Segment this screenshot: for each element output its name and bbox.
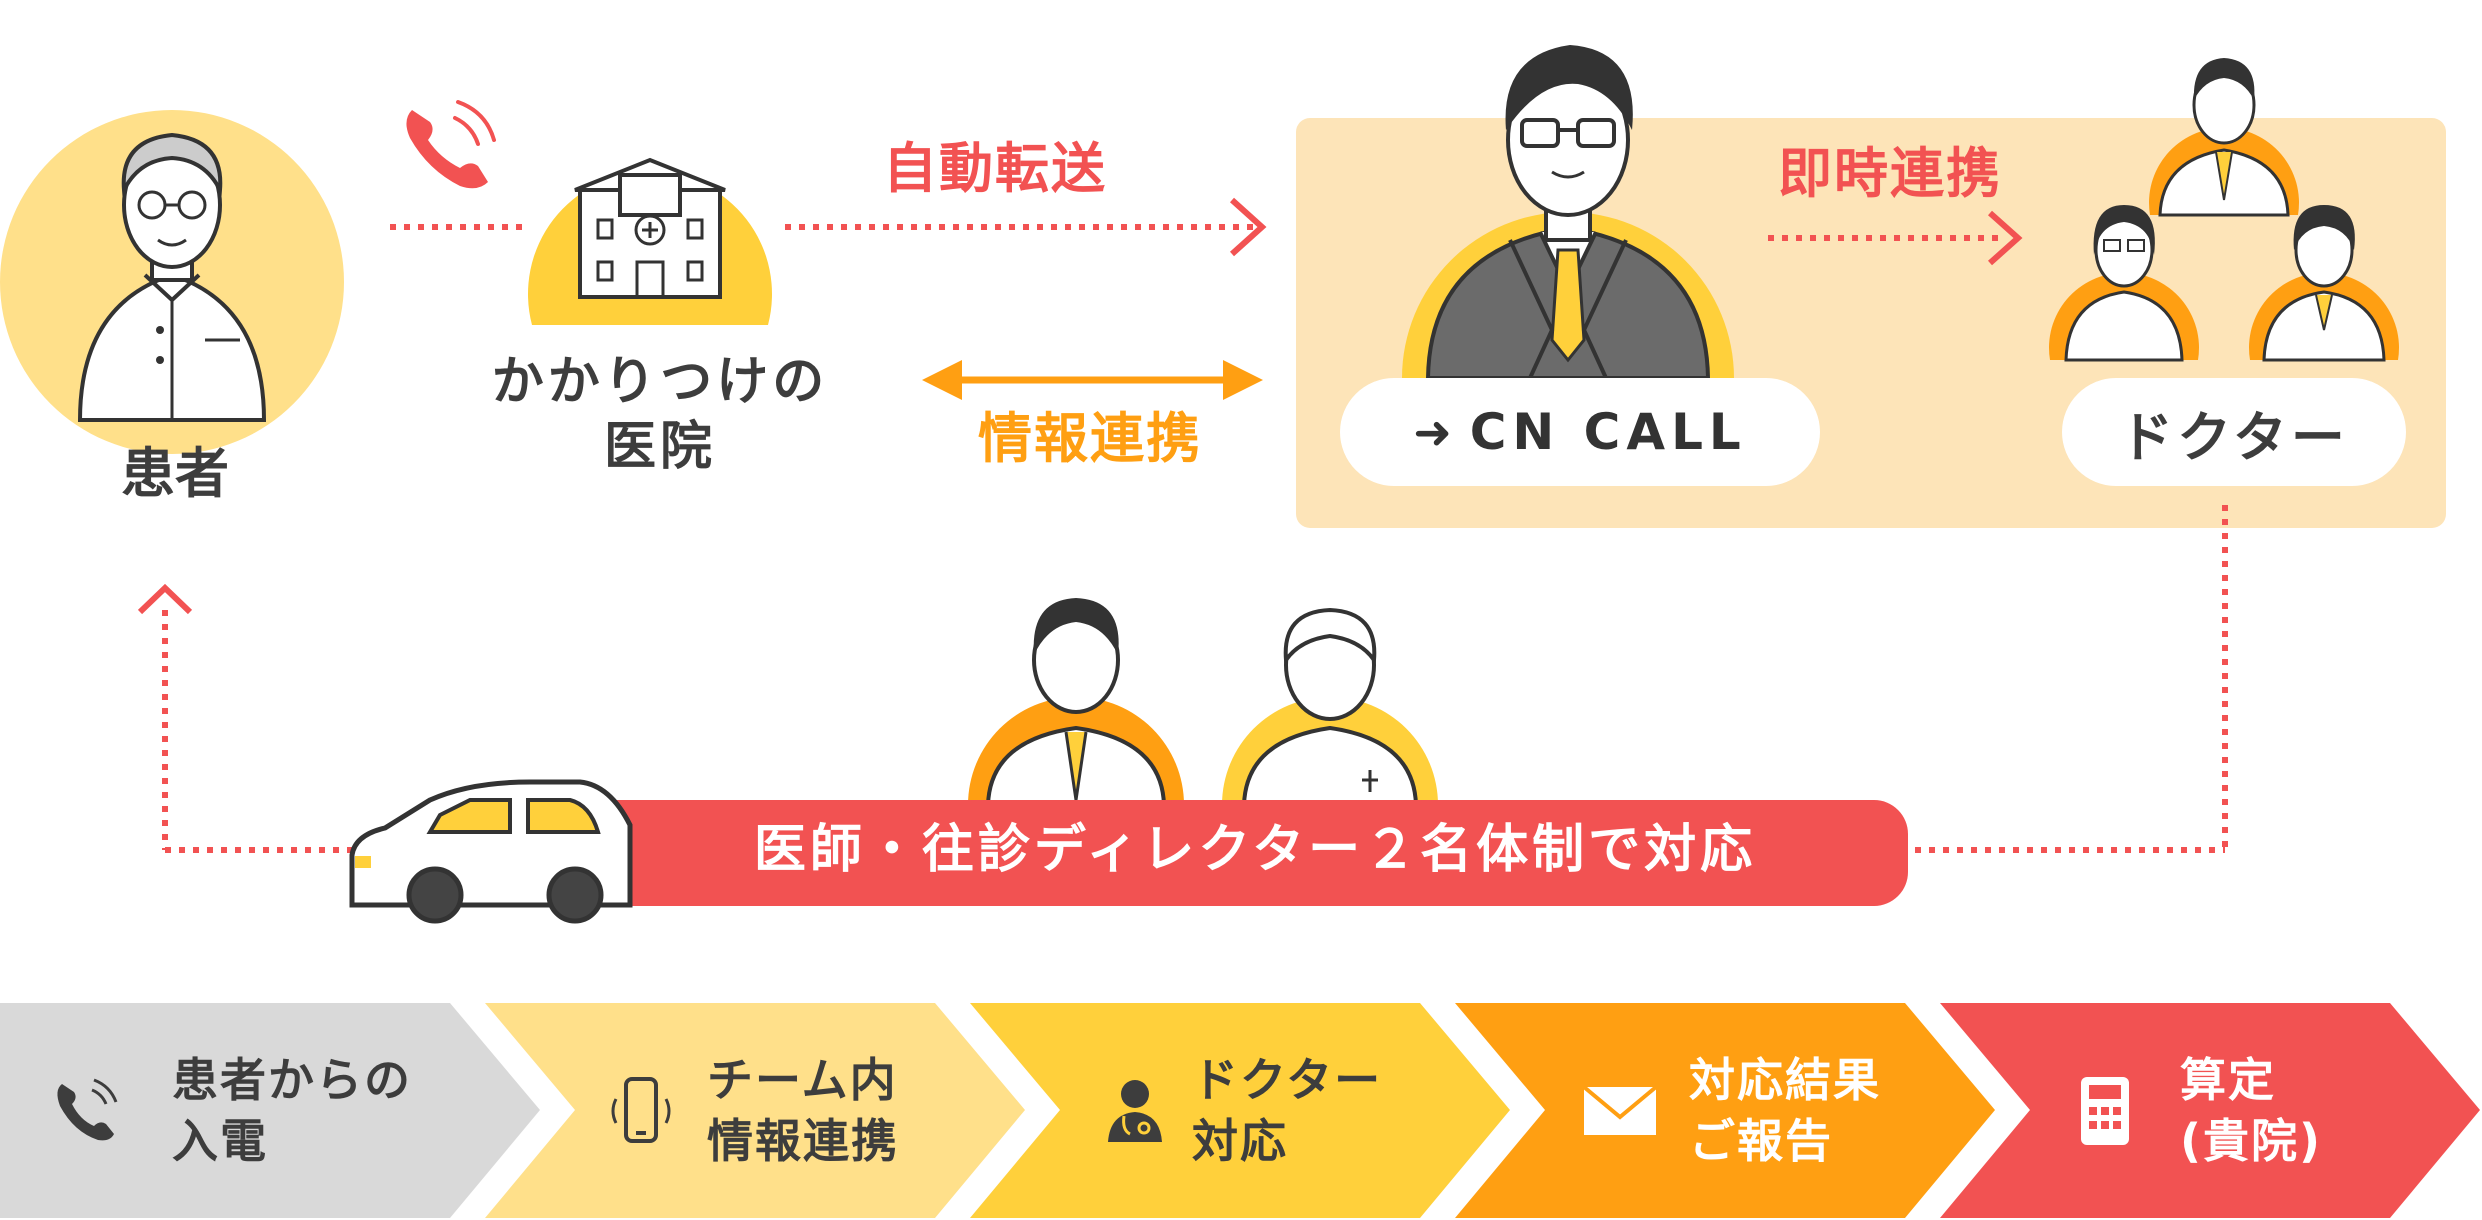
step-team-share: チーム内 情報連携 [595,1003,995,1218]
calculator-icon [2060,1066,2150,1156]
step-3-label: ドクター 対応 [1192,1050,1382,1171]
doctor-figure-right [2249,205,2399,360]
step-doctor-response: ドクター 対応 [1090,1003,1470,1218]
login-arrow-icon: ➜ [1413,409,1452,455]
patient-figure [0,110,344,454]
oncall-operator-figure [1402,45,1734,378]
info-share-label: 情報連携 [955,405,1225,473]
smartphone-icon [595,1066,685,1156]
step-incoming-call: 患者からの 入電 [40,1003,460,1218]
oncall-logo: ➜ CN CALL [1340,378,1820,486]
doctor-figure-left [2049,205,2199,360]
team-director-figure [1222,610,1438,805]
step-5-label: 算定 (貴院) [2180,1050,2322,1171]
oncall-logo-text: CN CALL [1470,403,1747,461]
team-doctor-figure [968,598,1184,805]
doctor-figure-top [2149,58,2299,215]
step-2-label: チーム内 情報連携 [707,1050,899,1171]
step-report-results: 対応結果 ご報告 [1575,1003,1975,1218]
instant-share-label: 即時連携 [1760,140,2020,208]
doctor-label: ドクター [2062,378,2406,486]
step-billing: 算定 (貴院) [2060,1003,2440,1218]
doctor-icon [1090,1066,1180,1156]
phone-icon [40,1066,130,1156]
phone-call-icon [406,102,494,188]
auto-transfer-label: 自動転送 [860,135,1130,203]
banner-text: 医師・往診ディレクター２名体制で対応 [620,818,1890,883]
step-1-label: 患者からの 入電 [172,1050,412,1171]
clinic-building-icon [528,160,772,325]
car-icon [352,782,630,921]
step-4-label: 対応結果 ご報告 [1689,1050,1881,1171]
envelope-icon [1575,1066,1665,1156]
patient-label: 患者 [100,440,250,508]
clinic-label: かかりつけの 医院 [460,350,860,480]
